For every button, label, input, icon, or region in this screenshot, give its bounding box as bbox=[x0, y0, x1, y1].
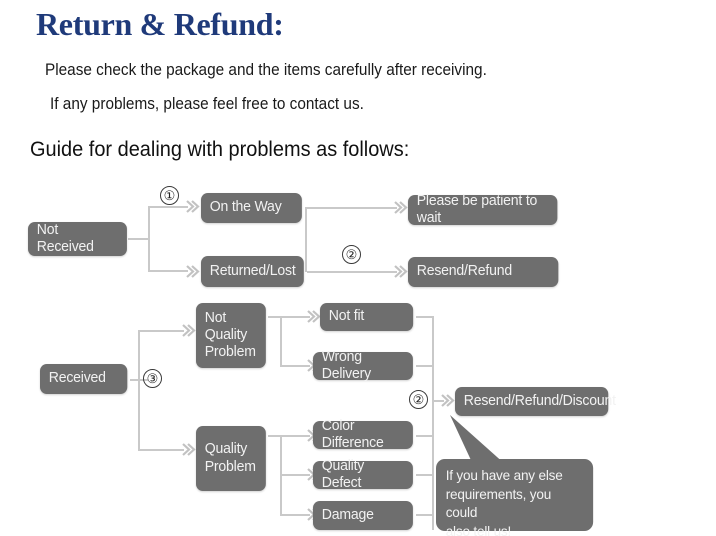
callout-bubble: If you have any else requirements, you c… bbox=[436, 459, 594, 536]
connector-color-difference-out bbox=[416, 435, 434, 437]
connector-not-received-spine bbox=[148, 206, 150, 272]
node-received[interactable]: Received bbox=[40, 364, 128, 394]
guide-heading: Guide for dealing with problems as follo… bbox=[30, 138, 410, 161]
marker-two-top: ② bbox=[342, 245, 361, 264]
node-damage[interactable]: Damage bbox=[313, 501, 413, 530]
arrow-to-not-fit bbox=[307, 309, 321, 323]
connector-top-vertical-link bbox=[305, 207, 307, 272]
node-color-difference[interactable]: Color Difference bbox=[313, 418, 413, 451]
node-quality-defect[interactable]: Quality Defect bbox=[313, 458, 413, 491]
node-quality-problem[interactable]: Quality Problem bbox=[196, 426, 266, 491]
connector-wrong-delivery-out bbox=[416, 365, 434, 367]
connector-to-quality bbox=[138, 449, 184, 451]
node-not-fit[interactable]: Not fit bbox=[320, 303, 414, 331]
connector-nqp-spine bbox=[280, 316, 282, 366]
marker-one: ① bbox=[160, 186, 179, 205]
arrow-to-please-wait bbox=[394, 200, 408, 214]
callout-tail bbox=[448, 413, 556, 480]
connector-quality-defect-out bbox=[416, 474, 434, 476]
connector-qp-to-color-difference bbox=[268, 435, 310, 437]
connector-on-the-way-to-wait bbox=[305, 207, 397, 209]
connector-to-returned-lost bbox=[148, 270, 188, 272]
intro-line-1: Please check the package and the items c… bbox=[45, 61, 487, 79]
arrow-to-on-the-way bbox=[186, 199, 200, 213]
node-wrong-delivery[interactable]: Wrong Delivery bbox=[313, 349, 413, 382]
node-on-the-way[interactable]: On the Way bbox=[201, 193, 302, 223]
connector-received-spine bbox=[138, 330, 140, 450]
connector-qp-to-quality-defect bbox=[280, 474, 310, 476]
node-resend-refund[interactable]: Resend/Refund bbox=[408, 257, 559, 287]
marker-two-bottom: ② bbox=[409, 390, 428, 409]
connector-not-received-stub bbox=[128, 238, 150, 240]
arrow-to-resend-refund-discount bbox=[441, 393, 455, 407]
arrow-to-not-quality-problem bbox=[182, 323, 196, 337]
connector-to-on-the-way bbox=[148, 206, 188, 208]
connector-not-fit-out bbox=[416, 316, 434, 318]
connector-nqp-to-not-fit bbox=[268, 316, 310, 318]
node-not-received[interactable]: Not Received bbox=[28, 222, 127, 256]
connector-returned-to-resend bbox=[307, 271, 397, 273]
arrow-to-quality-problem bbox=[182, 442, 196, 456]
connector-damage-out bbox=[416, 514, 434, 516]
marker-three: ③ bbox=[143, 369, 162, 388]
node-resend-refund-discount[interactable]: Resend/Refund/Discount bbox=[455, 387, 616, 416]
page-title: Return & Refund: bbox=[36, 6, 284, 42]
arrow-to-returned-lost bbox=[186, 264, 200, 278]
arrow-to-resend-refund bbox=[394, 264, 408, 278]
node-not-quality-problem[interactable]: Not Quality Problem bbox=[196, 303, 266, 368]
connector-collector-to-outcome bbox=[432, 400, 444, 402]
connector-nqp-to-wrong-delivery bbox=[280, 365, 310, 367]
node-returned-lost[interactable]: Returned/Lost bbox=[201, 256, 304, 287]
intro-line-2: If any problems, please feel free to con… bbox=[50, 95, 364, 113]
connector-qp-to-damage bbox=[280, 514, 310, 516]
node-please-be-patient-to-wait[interactable]: Please be patient to wait bbox=[408, 193, 558, 226]
connector-outcome-collector bbox=[432, 316, 434, 530]
connector-to-not-quality bbox=[138, 330, 184, 332]
